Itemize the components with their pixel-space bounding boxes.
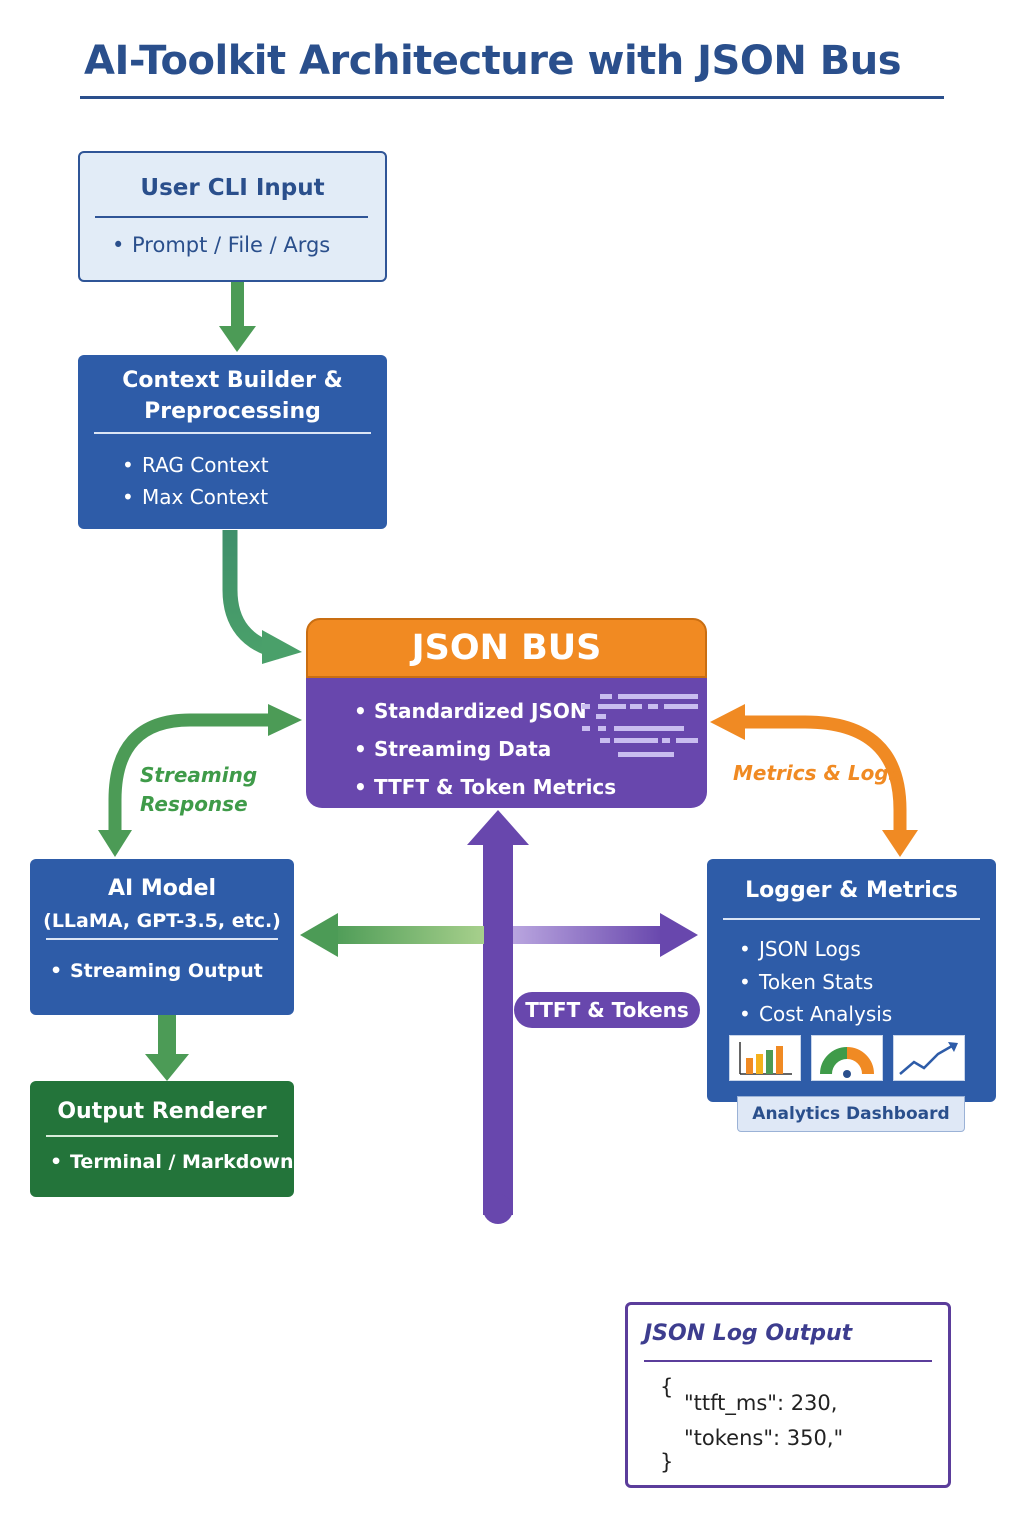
user-cli-items: Prompt / File / Args: [110, 233, 330, 257]
list-item: Streaming Output: [48, 960, 263, 982]
ai-model-box: AI Model (LLaMA, GPT-3.5, etc.) Streamin…: [30, 859, 294, 1015]
list-item: Max Context: [120, 481, 269, 513]
output-renderer-title: Output Renderer: [57, 1099, 267, 1124]
arrow-to-logger: [513, 913, 698, 957]
streaming-response-label: Streaming Response: [140, 761, 257, 819]
divider: [644, 1360, 932, 1362]
json-bus-title: JSON BUS: [411, 628, 602, 668]
ttft-tokens-label: TTFT & Tokens: [514, 992, 700, 1028]
list-item: Streaming Data: [352, 730, 616, 768]
arrow-to-ai-model: [300, 913, 484, 957]
arrow-metrics-logs: [710, 704, 918, 857]
ai-model-items: Streaming Output: [48, 960, 263, 982]
divider: [723, 918, 980, 920]
bar-chart-icon: [729, 1035, 801, 1081]
title-line-2: Preprocessing: [144, 399, 321, 424]
arrow-context-to-bus: [222, 530, 302, 664]
user-cli-title: User CLI Input: [140, 175, 325, 201]
context-builder-items: RAG Context Max Context: [120, 449, 269, 513]
list-item: RAG Context: [120, 449, 269, 481]
list-item: TTFT & Token Metrics: [352, 768, 616, 806]
context-builder-box: Context Builder & Preprocessing RAG Cont…: [78, 355, 387, 529]
divider: [46, 1135, 278, 1137]
json-bus-body: Standardized JSON Streaming Data TTFT & …: [306, 678, 707, 808]
page-title: AI-Toolkit Architecture with JSON Bus: [84, 38, 902, 84]
code-line: "ttft_ms": 230,: [684, 1391, 838, 1415]
json-log-title: JSON Log Output: [644, 1321, 853, 1346]
json-bus-header: JSON BUS: [306, 618, 707, 678]
json-bus-items: Standardized JSON Streaming Data TTFT & …: [352, 692, 616, 806]
logger-title: Logger & Metrics: [745, 878, 958, 903]
ai-model-subtitle: (LLaMA, GPT-3.5, etc.): [43, 910, 281, 932]
code-open-brace: {: [660, 1375, 674, 1399]
list-item: JSON Logs: [737, 933, 892, 966]
title-line-1: AI Model: [107, 876, 217, 901]
list-item: Standardized JSON: [352, 692, 616, 730]
arrow-model-to-output: [145, 1015, 189, 1081]
list-item: Cost Analysis: [737, 998, 892, 1031]
ai-model-title: AI Model (LLaMA, GPT-3.5, etc.): [30, 873, 294, 937]
divider: [46, 938, 278, 940]
title-line-1: Context Builder &: [122, 368, 343, 393]
gauge-icon: [811, 1035, 883, 1081]
code-line: "tokens": 350,": [684, 1426, 844, 1450]
title-divider: [80, 96, 944, 99]
json-log-output-box: JSON Log Output { "ttft_ms": 230, "token…: [625, 1302, 951, 1488]
list-item: Terminal / Markdown: [48, 1151, 294, 1173]
label-line-1: Streaming: [140, 763, 258, 787]
context-builder-title: Context Builder & Preprocessing: [78, 365, 387, 427]
label-line-2: Response: [140, 792, 248, 816]
trend-line-icon: [893, 1035, 965, 1081]
data-lines-icon: [582, 694, 698, 757]
logger-items: JSON Logs Token Stats Cost Analysis: [737, 933, 892, 1031]
logger-metrics-box: Logger & Metrics JSON Logs Token Stats C…: [707, 859, 996, 1102]
output-renderer-items: Terminal / Markdown: [48, 1151, 294, 1173]
list-item: Token Stats: [737, 966, 892, 999]
arrow-vertical-up: [467, 810, 529, 1224]
code-close-brace: }: [660, 1450, 674, 1474]
list-item: Prompt / File / Args: [110, 233, 330, 257]
metrics-logs-label: Metrics & Logs: [733, 761, 901, 785]
divider: [95, 216, 368, 218]
arrow-streaming-response: [98, 704, 302, 857]
user-cli-input-box: User CLI Input Prompt / File / Args: [78, 151, 387, 282]
analytics-dashboard-label: Analytics Dashboard: [737, 1096, 965, 1132]
output-renderer-box: Output Renderer Terminal / Markdown: [30, 1081, 294, 1197]
divider: [94, 432, 371, 434]
arrow-cli-to-context: [219, 282, 256, 352]
